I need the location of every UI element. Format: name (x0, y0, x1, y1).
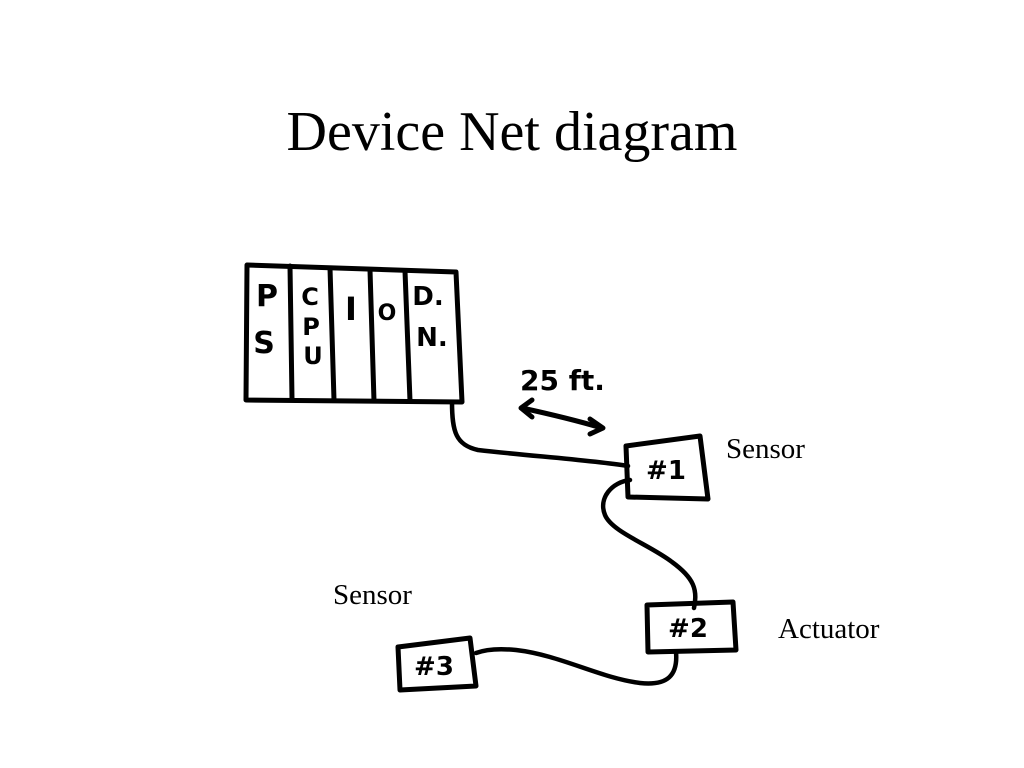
slot-divider (402, 268, 413, 404)
slot-divider (287, 263, 295, 402)
slot-cpu: C P U (301, 283, 323, 370)
slot-label: D. (412, 282, 443, 312)
slot-label: P (256, 279, 278, 314)
distance-label: 25 ft. (520, 364, 605, 397)
device-tag: #3 (414, 652, 454, 682)
trunk-cable-device-1-to-device-2 (601, 477, 698, 611)
plc-rack: P S C P U I O D. N. (243, 262, 465, 405)
slot-label: C (301, 283, 319, 311)
distance-annotation: 25 ft. (518, 364, 606, 437)
arrow-head-left (518, 397, 535, 420)
device-3-label: Sensor (333, 579, 412, 611)
slot-label: P (302, 313, 320, 341)
trunk-cable-device-2-to-device-3 (473, 646, 679, 686)
device-box (623, 433, 711, 502)
slot-label: N. (416, 323, 448, 353)
device-2-label: Actuator (778, 613, 880, 645)
slot-power-supply: P S (253, 279, 278, 361)
slot-divider (367, 267, 377, 404)
device-1: #1 (623, 433, 711, 502)
device-tag: #2 (668, 614, 708, 644)
arrow-head-right (587, 416, 606, 437)
slot-label: U (303, 342, 323, 370)
device-1-label: Sensor (726, 433, 805, 465)
slot-label: I (345, 290, 357, 328)
device-box (644, 599, 739, 655)
rack-outline (243, 262, 465, 405)
double-arrow-line (519, 405, 605, 431)
slot-input: I (345, 290, 357, 328)
device-2: #2 (644, 599, 739, 655)
trunk-cable-rack-to-device-1 (449, 399, 631, 469)
slot-label: S (253, 326, 275, 361)
device-tag: #1 (646, 456, 686, 486)
device-box (395, 635, 479, 693)
slot-output: O (378, 301, 397, 326)
page-title: Device Net diagram (286, 101, 738, 163)
slot-label: O (378, 301, 397, 326)
slot-divider (327, 265, 337, 403)
device-3: #3 (395, 635, 479, 693)
slot-devicenet-scanner: D. N. (412, 282, 448, 353)
